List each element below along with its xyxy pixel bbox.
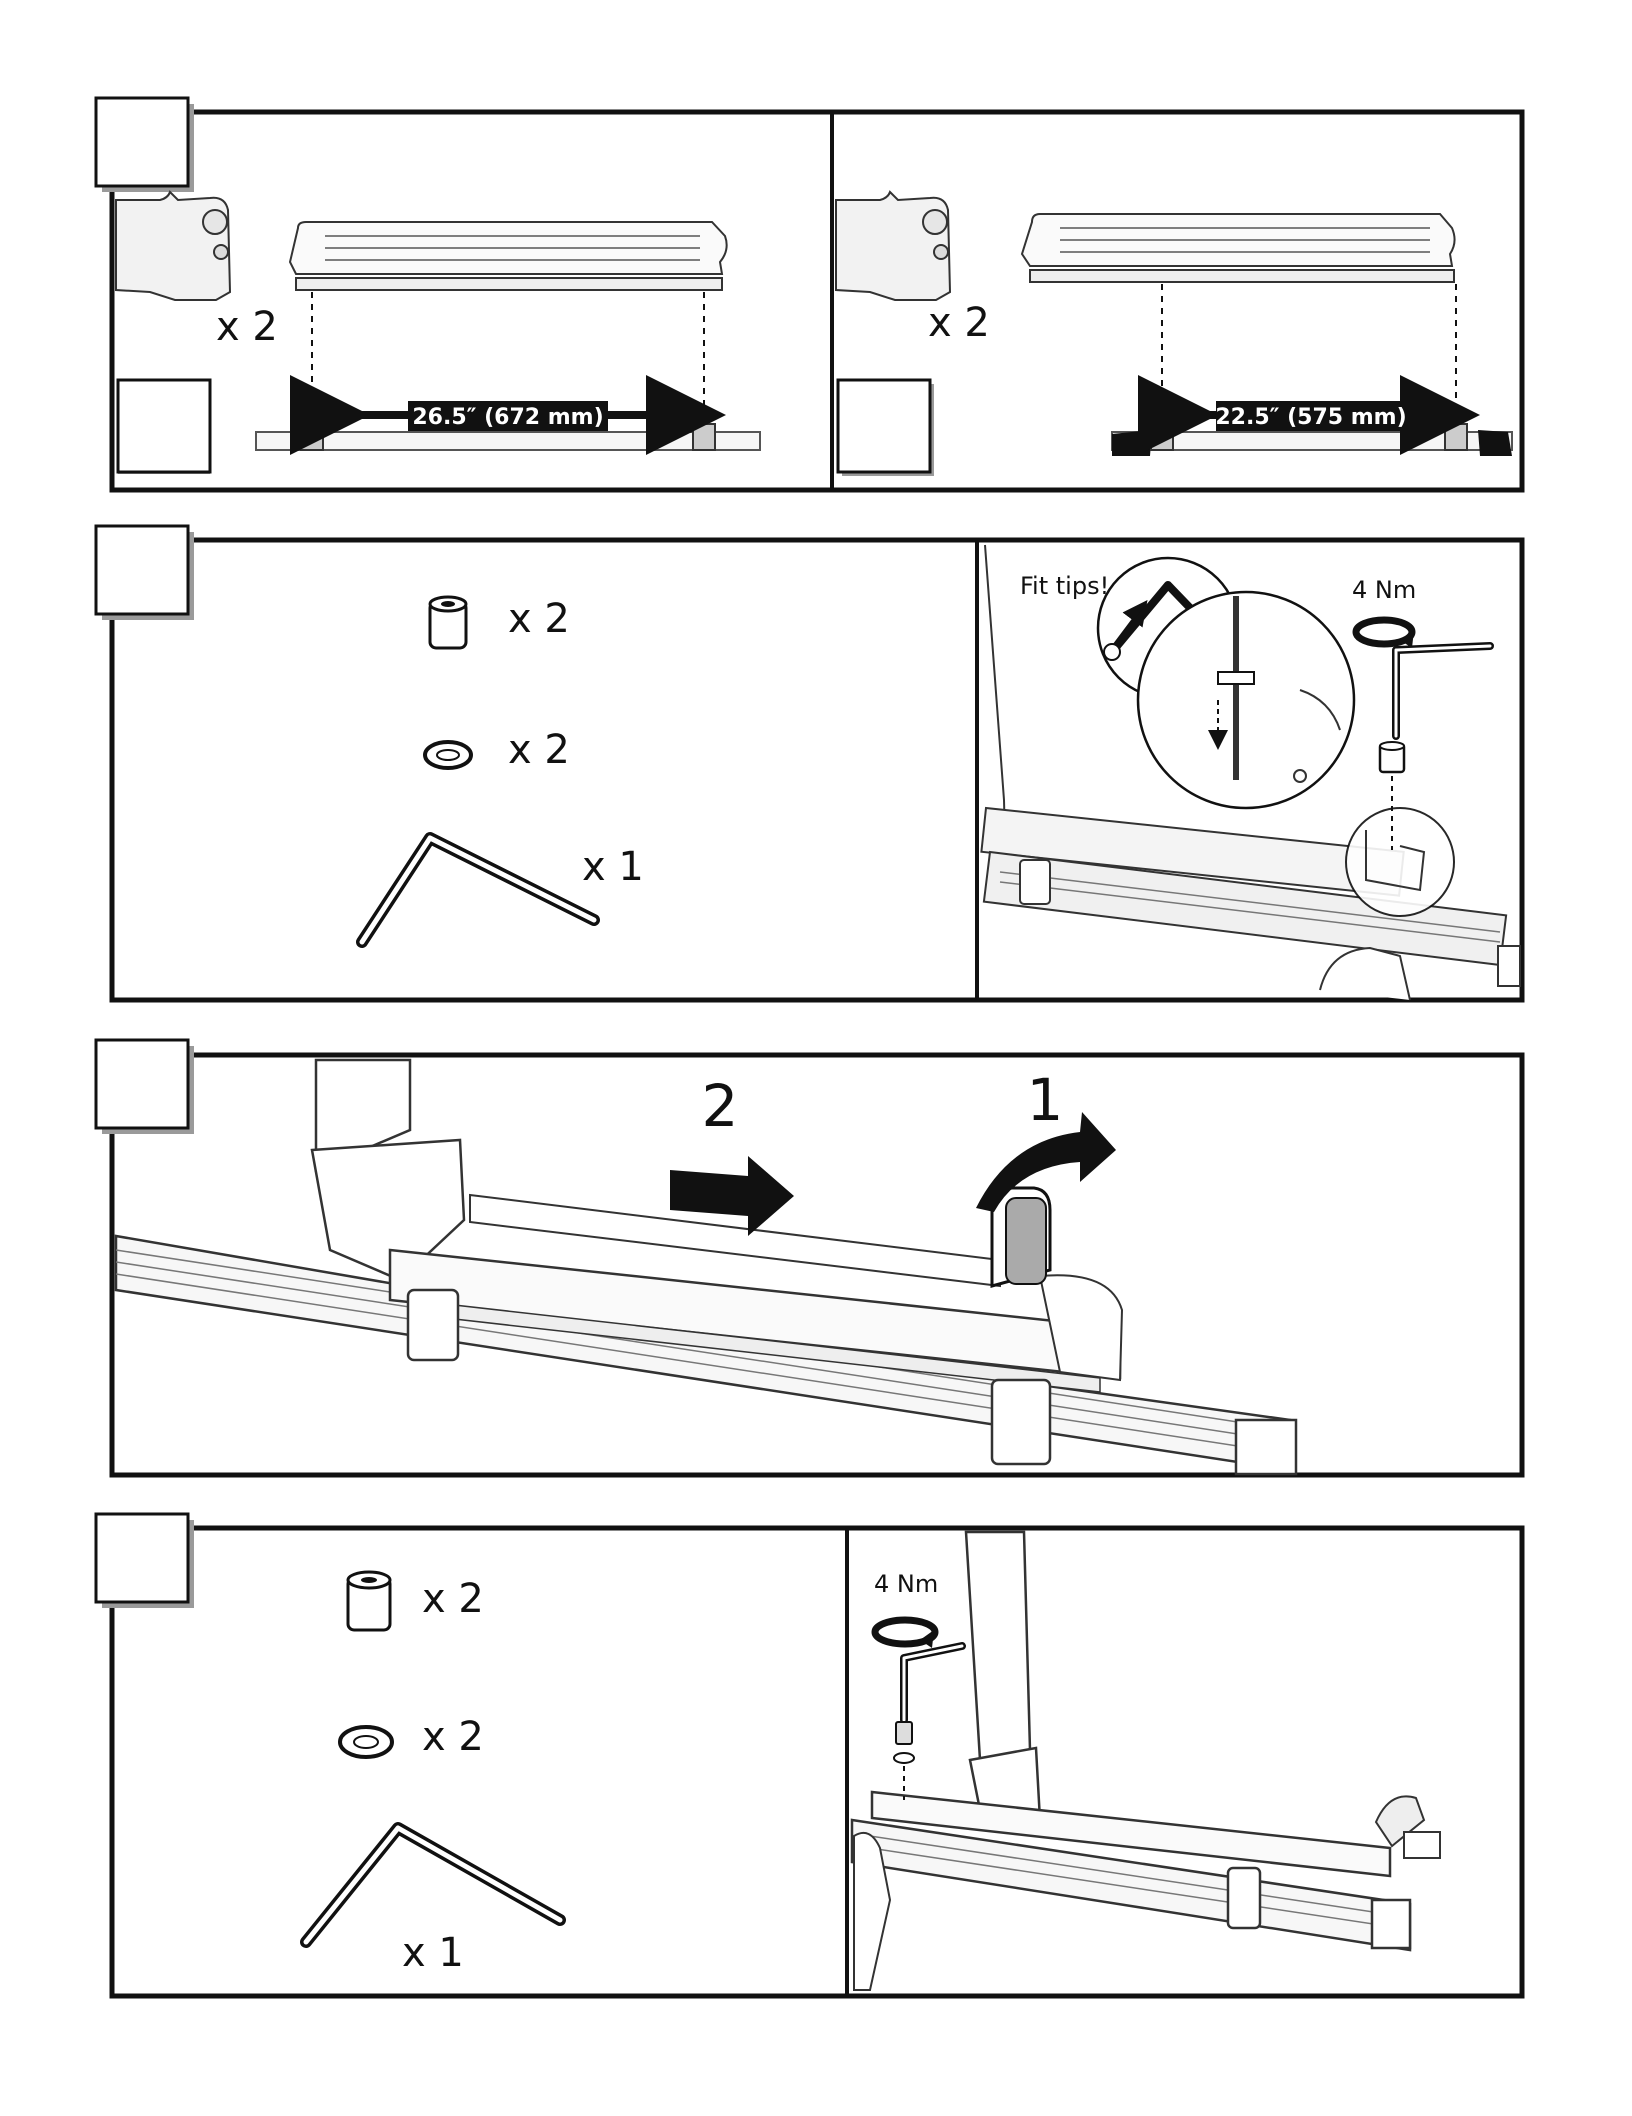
step-3-assembly-view: 2 1 [116, 1060, 1296, 1474]
washer-icon [340, 1727, 392, 1757]
step-4-assembly-view: 4 Nm [852, 1532, 1440, 1990]
spacer-sleeve-quantity: x 2 [508, 596, 570, 642]
allen-key-icon [904, 1646, 962, 1720]
step-1-left-panel: x 2 26.5″ (672 mm) [116, 192, 760, 474]
rotate-arrow-icon [1356, 620, 1414, 648]
mount-block [301, 424, 323, 450]
sub-box [838, 380, 930, 472]
hand-illustration [1320, 948, 1410, 1000]
spacer-sleeve-icon [1380, 742, 1404, 772]
washer-quantity: x 2 [508, 727, 570, 773]
step-2-assembly-view: Fit tips! 4 Nm [981, 545, 1520, 1000]
washer-icon [894, 1753, 914, 1763]
rotate-arrow-icon [875, 1620, 935, 1648]
step-1-number-box [96, 98, 188, 186]
bar-end-cap [1372, 1900, 1410, 1948]
sub-box [118, 380, 210, 472]
step-sequence-2: 2 [702, 1072, 739, 1140]
roof-foot-quantity: x 2 [928, 300, 990, 346]
allen-key-quantity: x 1 [582, 844, 644, 890]
allen-key-icon [362, 838, 594, 942]
mount-block [1445, 424, 1467, 450]
step-4: x 2 x 2 x 1 4 Nm [96, 1514, 1522, 1996]
washer-quantity: x 2 [422, 1714, 484, 1760]
spacer-sleeve-quantity: x 2 [422, 1576, 484, 1622]
step-1-right-panel: x 2 22.5″ (575 mm) [836, 192, 1512, 476]
torque-label: 4 Nm [1352, 576, 1416, 604]
torque-label: 4 Nm [874, 1570, 938, 1598]
step-1: x 2 26.5″ (672 mm) [96, 98, 1522, 490]
step-2: x 2 x 2 x 1 Fit tips! [96, 526, 1522, 1000]
ski-carrier-icon [290, 222, 727, 290]
mount-block [693, 424, 715, 450]
fit-tips-label: Fit tips! [1020, 572, 1109, 600]
ski-carrier-icon [1022, 214, 1455, 282]
roof-foot-icon [836, 192, 950, 300]
step-3-number-box [96, 1040, 188, 1128]
step-4-number-box [96, 1514, 188, 1602]
allen-key-icon [306, 1828, 560, 1942]
roof-bar [256, 432, 760, 450]
allen-key-icon [1396, 646, 1490, 736]
dimension-label: 22.5″ (575 mm) [1215, 405, 1406, 430]
detail-zoom-callout [1138, 592, 1354, 808]
bar-end-cap [1478, 430, 1512, 456]
mount-block [1151, 424, 1173, 450]
spacer-sleeve-icon [348, 1572, 390, 1630]
roof-foot-icon [116, 192, 230, 300]
washer-icon [425, 742, 471, 768]
roof-foot-quantity: x 2 [216, 304, 278, 350]
mount-zoom-callout [1346, 808, 1454, 916]
step-3: 2 1 [96, 1040, 1522, 1475]
bolt-icon [896, 1722, 912, 1744]
spacer-sleeve-icon [430, 597, 466, 648]
bar-end-cap [1112, 430, 1152, 456]
step-2-number-box [96, 526, 188, 614]
bar-end-cap [1236, 1420, 1296, 1474]
dimension-label: 26.5″ (672 mm) [412, 405, 603, 430]
step-sequence-1: 1 [1027, 1066, 1064, 1134]
allen-key-quantity: x 1 [402, 1930, 464, 1976]
